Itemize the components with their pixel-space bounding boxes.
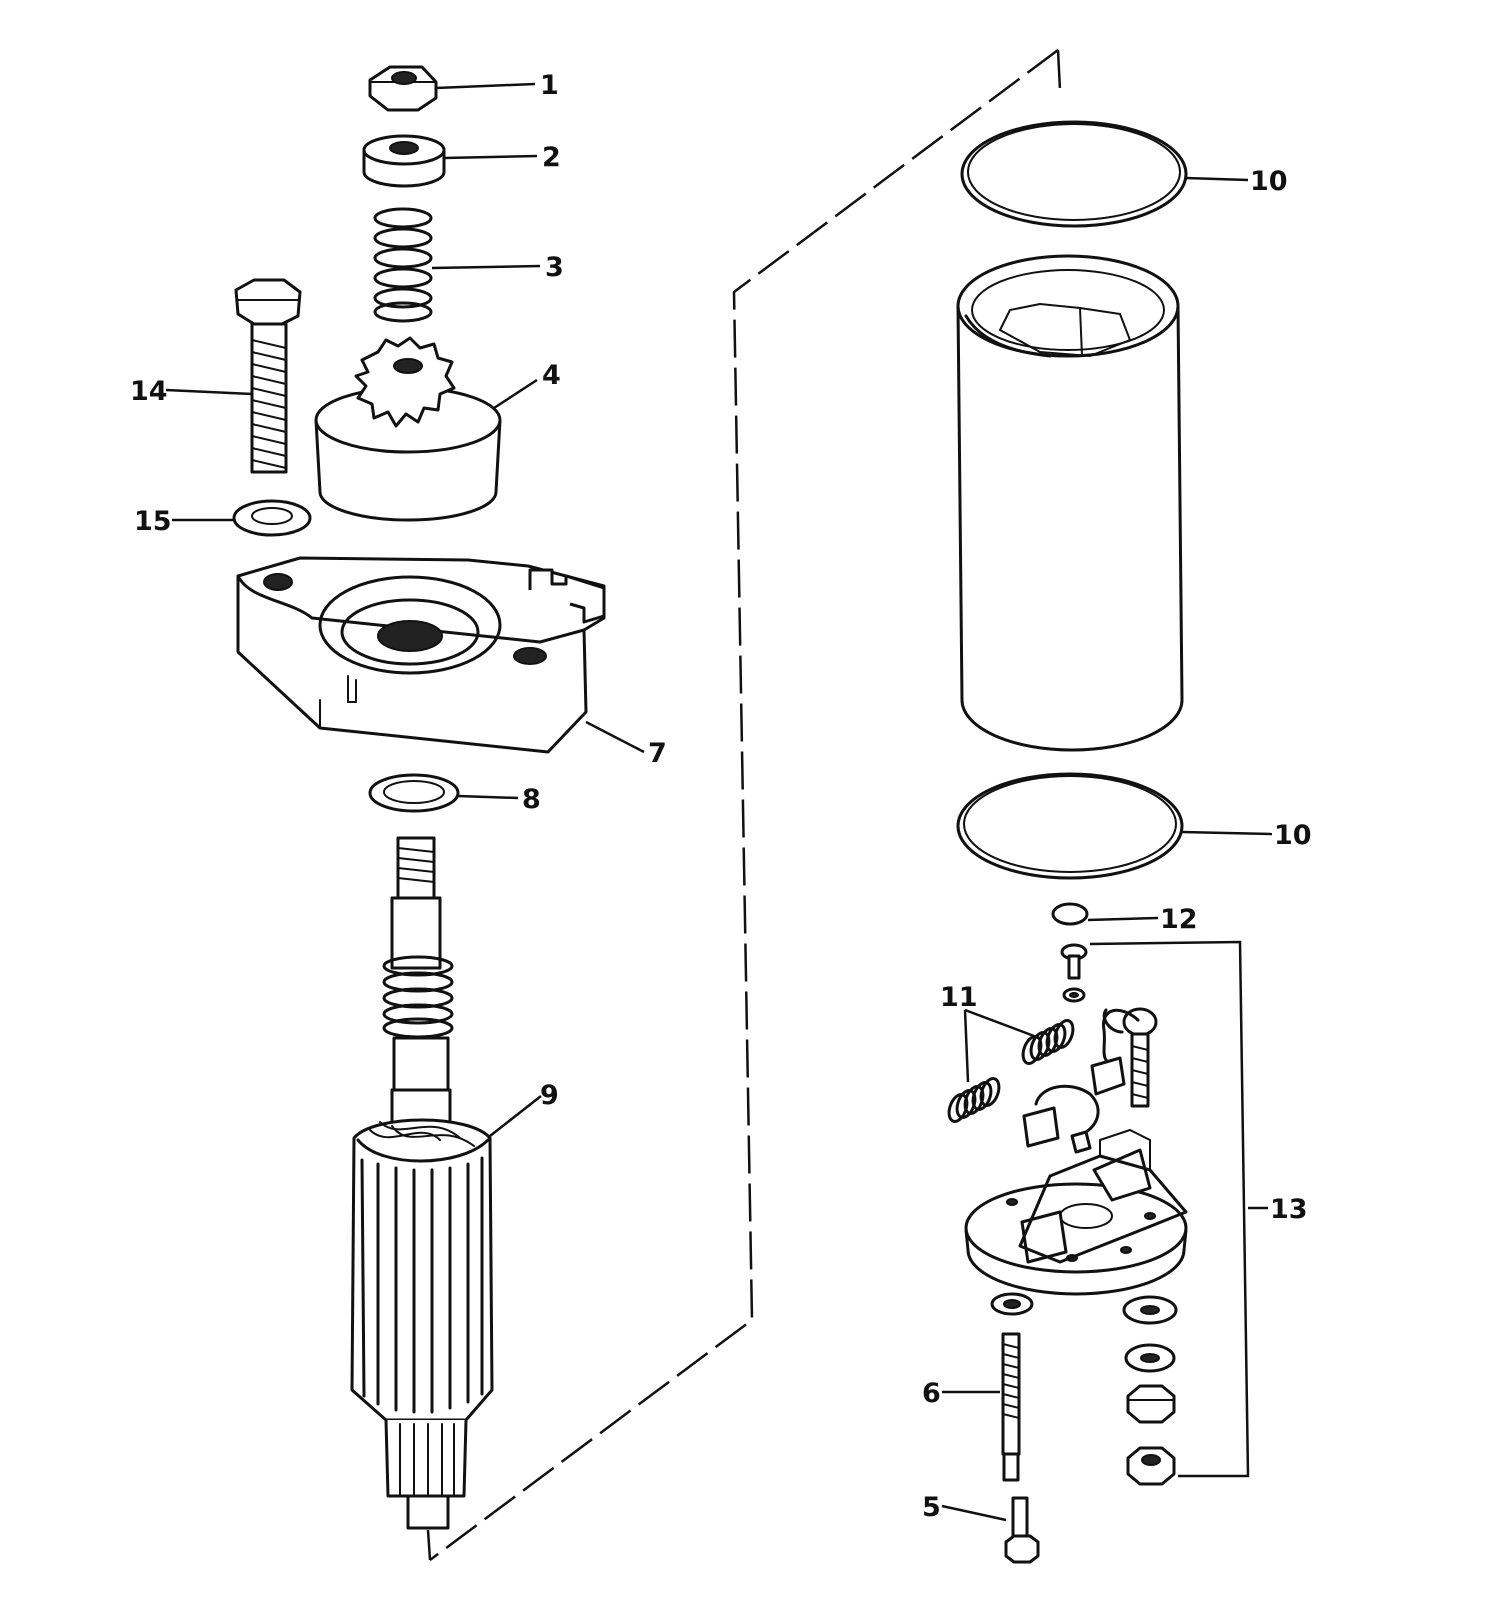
assembly-boundary-dashed xyxy=(426,48,1062,1562)
callout-11: 11 xyxy=(940,982,978,1013)
part-2-bushing xyxy=(362,134,446,188)
callout-7: 7 xyxy=(648,738,667,769)
part-8-thrust-washer xyxy=(368,773,460,813)
part-3-spring xyxy=(373,207,433,323)
part-14-bolt xyxy=(234,278,302,474)
part-1-hex-nut xyxy=(368,65,438,112)
callout-6: 6 xyxy=(922,1378,941,1409)
part-6-through-stud xyxy=(1001,1332,1021,1482)
callout-14: 14 xyxy=(130,376,168,407)
callout-9: 9 xyxy=(540,1080,559,1111)
part-13-brush-end-plate-kit xyxy=(947,943,1188,1486)
callout-10-top: 10 xyxy=(1250,166,1288,197)
part-4-drive-pinion xyxy=(314,336,502,522)
part-5-screw xyxy=(1004,1496,1040,1564)
callout-3: 3 xyxy=(545,252,564,283)
callout-10-bottom: 10 xyxy=(1274,820,1312,851)
part-12-cap xyxy=(1051,902,1089,926)
field-frame-housing xyxy=(956,254,1184,752)
callout-5: 5 xyxy=(922,1492,941,1523)
callout-12: 12 xyxy=(1160,904,1198,935)
leader-lines xyxy=(165,82,1273,1522)
part-7-drive-end-housing xyxy=(236,556,606,754)
part-15-washer xyxy=(232,499,312,537)
callout-8: 8 xyxy=(522,784,541,815)
part-10-o-ring-bottom xyxy=(956,772,1184,880)
part-11-brush-springs xyxy=(947,1019,1075,1123)
callout-2: 2 xyxy=(542,142,561,173)
callout-labels: 1 2 3 4 14 15 7 8 9 10 10 12 11 13 6 5 xyxy=(130,70,1312,1523)
part-10-o-ring-top xyxy=(960,120,1188,228)
part-9-armature xyxy=(350,836,494,1530)
callout-1: 1 xyxy=(540,70,559,101)
callout-15: 15 xyxy=(134,506,172,537)
callout-4: 4 xyxy=(542,360,561,391)
callout-13: 13 xyxy=(1270,1194,1308,1225)
